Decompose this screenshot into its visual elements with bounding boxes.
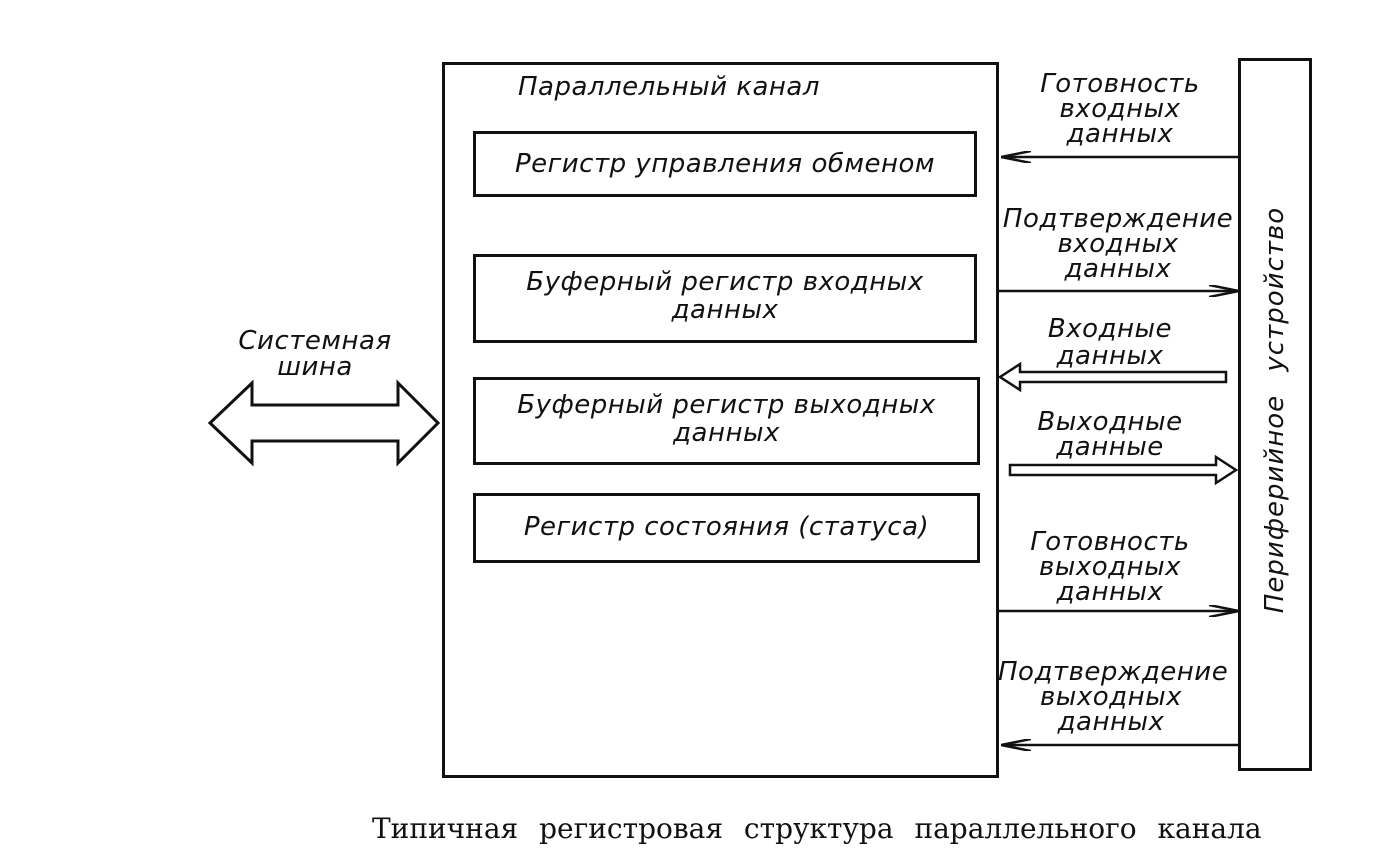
register-output-buffer-line-2: данных — [673, 418, 780, 448]
signal-output-ready-line-3: данных — [1056, 577, 1164, 607]
signal-label-input-data: Входные данных — [1010, 316, 1210, 370]
register-output-buffer-line-1: Буферный регистр выходных — [517, 390, 936, 420]
register-exchange-control: Регистр управления обменом — [473, 131, 977, 197]
signal-output-ready-line-1: Готовность — [1030, 527, 1190, 557]
parallel-channel-box: Параллельный канал Регистр управления об… — [442, 62, 999, 778]
signal-label-output-data: Выходные данные — [1010, 407, 1210, 462]
signal-label-output-ready: Готовность выходных данных — [1000, 527, 1220, 607]
system-bus-label: Системная шина — [210, 328, 420, 380]
register-input-buffer-line-2: данных — [671, 295, 779, 325]
peripheral-device-box — [1238, 58, 1312, 771]
signal-input-ack-line-2: входных — [1057, 229, 1179, 259]
signal-input-ready-line-1: Готовность — [1040, 69, 1200, 99]
figure-caption: Типичная регистровая структура параллель… — [372, 812, 1262, 845]
signal-label-output-ack: Подтверждение выходных данных — [998, 657, 1229, 737]
register-input-buffer-line-1: Буферный регистр входных — [526, 267, 924, 297]
signal-label-input-ack: Подтверждение входных данных — [1002, 204, 1234, 284]
system-bus-line-1: Системная — [238, 326, 392, 356]
signal-label-input-ready: Готовность входных данных — [1010, 69, 1230, 149]
signal-input-data-line-2: данных — [1056, 341, 1164, 371]
signal-input-ready-line-2: входных — [1059, 94, 1181, 124]
signal-output-ack-line-2: выходных — [1039, 682, 1183, 712]
register-status: Регистр состояния (статуса) — [473, 493, 980, 563]
system-bus-line-2: шина — [277, 352, 353, 382]
signal-output-ack-line-3: данных — [1057, 707, 1165, 737]
signal-output-ready-line-2: выходных — [1038, 552, 1182, 582]
register-output-buffer: Буферный регистр выходных данных — [473, 377, 980, 465]
register-status-label: Регистр состояния (статуса) — [523, 512, 930, 542]
signal-output-data-line-1: Выходные — [1037, 407, 1183, 437]
signal-output-data-line-2: данные — [1056, 432, 1164, 462]
signal-input-ack-line-3: данных — [1064, 254, 1172, 284]
signal-output-ack-line-1: Подтверждение — [998, 657, 1229, 687]
system-bus-arrow — [207, 379, 441, 467]
peripheral-device-label: Периферийное устройство — [1260, 206, 1290, 614]
parallel-channel-title: Параллельный канал — [518, 72, 820, 102]
signal-input-data-line-1: Входные — [1047, 314, 1173, 344]
signal-arrow-output-data — [1008, 454, 1239, 486]
register-input-buffer: Буферный регистр входных данных — [473, 254, 977, 343]
signal-input-ack-line-1: Подтверждение — [1002, 204, 1234, 234]
register-exchange-control-label: Регистр управления обменом — [514, 149, 936, 179]
signal-input-ready-line-3: данных — [1066, 119, 1174, 149]
signal-arrow-input-data — [997, 361, 1228, 393]
